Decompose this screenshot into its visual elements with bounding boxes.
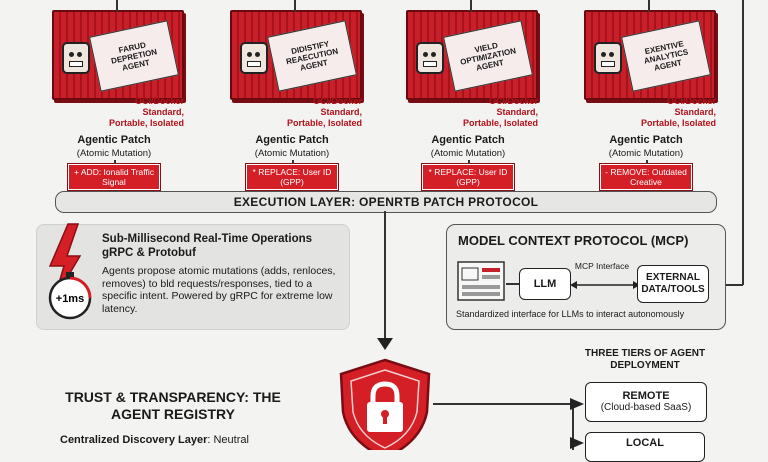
lock-icon <box>367 381 403 432</box>
connector <box>292 160 294 164</box>
oci-line: OCI/Docker <box>666 96 716 106</box>
bidirectional-arrow-icon <box>570 281 640 289</box>
lightning-timer-icon: +1ms <box>48 223 92 320</box>
patch-subtitle: (Atomic Mutation) <box>430 148 506 159</box>
mcp-interface-label: MCP Interface <box>574 261 630 271</box>
agent-container: Farud Depretion Agent <box>52 0 184 100</box>
oci-line: Standard, <box>674 107 716 117</box>
trust-body-bold: Centralized Discovery Layer <box>60 434 208 446</box>
hanger <box>294 0 296 12</box>
hanger <box>648 0 650 12</box>
patch-tag: * REPLACE: User ID (GPP) <box>245 163 339 191</box>
oci-line: OCI/Docker <box>312 96 362 106</box>
execution-layer-bar: EXECUTION LAYER: OPENRTB PATCH PROTOCOL <box>55 191 717 213</box>
trust-title: TRUST & TRANSPARENCY: THE AGENT REGISTRY <box>65 389 281 422</box>
agent-name: Exentive Analytics Agent <box>621 20 711 92</box>
connector <box>646 160 648 164</box>
trust-body-rest: : Neutral <box>207 434 249 446</box>
connector <box>114 160 116 164</box>
timer-label: +1ms <box>56 293 84 305</box>
oci-line: OCI/Docker <box>488 96 538 106</box>
tier-remote-label: REMOTE <box>622 390 670 402</box>
tiers-title: THREE TIERS OF AGENT DEPLOYMENT <box>584 348 706 371</box>
oci-line: Portable, Isolated <box>640 118 716 128</box>
mcp-footer: Standardized interface for LLMs to inter… <box>456 309 685 319</box>
oci-line: Portable, Isolated <box>286 118 362 128</box>
robot-icon <box>416 42 444 74</box>
oci-line: Standard, <box>496 107 538 117</box>
patch-subtitle: (Atomic Mutation) <box>608 148 684 159</box>
patch-title: Agentic Patch <box>609 134 683 146</box>
patch-title: Agentic Patch <box>255 134 329 146</box>
patch-subtitle: (Atomic Mutation) <box>254 148 330 159</box>
agent-name: Farud Depretion Agent <box>89 20 179 92</box>
down-arrow-icon <box>377 338 393 350</box>
agent-container: Vield Optimization Agent <box>406 0 538 100</box>
external-data-tools-box: EXTERNAL DATA/TOOLS <box>637 265 709 303</box>
connector <box>506 283 520 285</box>
agent-oci-note: OCI/Docker Standard, Portable, Isolated <box>626 96 716 129</box>
agent-name: Vield Optimization Agent <box>443 20 533 92</box>
robot-icon <box>240 42 268 74</box>
ops-title: Sub-Millisecond Real-Time Operations gRP… <box>102 233 313 259</box>
agent-oci-note: OCI/Docker Standard, Portable, Isolated <box>448 96 538 129</box>
realtime-ops-panel <box>36 224 350 330</box>
patch-tag: - REMOVE: Outdated Creative <box>599 163 693 191</box>
trust-body: Centralized Discovery Layer: Neutral <box>60 434 249 446</box>
patch-subtitle: (Atomic Mutation) <box>76 148 152 159</box>
agent-oci-note: OCI/Docker Standard, Portable, Isolated <box>272 96 362 129</box>
external-connector-line <box>742 0 744 285</box>
llm-box: LLM <box>519 268 571 300</box>
connector <box>572 403 574 450</box>
patch-title: Agentic Patch <box>77 134 151 146</box>
oci-line: Portable, Isolated <box>462 118 538 128</box>
patch-tag: * REPLACE: User ID (GPP) <box>421 163 515 191</box>
server-icon <box>457 261 505 301</box>
robot-icon <box>62 42 90 74</box>
tier-local-label: LOCAL <box>626 437 664 449</box>
tier-local: LOCAL <box>585 432 705 462</box>
agent-container: Didistify Reaecution Agent <box>230 0 362 100</box>
connector <box>468 160 470 164</box>
oci-line: Standard, <box>142 107 184 117</box>
connector <box>433 403 573 405</box>
agent-oci-note: OCI/Docker Standard, Portable, Isolated <box>94 96 184 129</box>
hanger <box>470 0 472 12</box>
right-arrow-icon <box>570 398 584 410</box>
oci-line: OCI/Docker <box>134 96 184 106</box>
connector <box>384 211 386 341</box>
patch-tag: + ADD: Ionalid Traffic Signal <box>67 163 161 191</box>
hanger <box>116 0 118 12</box>
agent-container: Exentive Analytics Agent <box>584 0 716 100</box>
oci-line: Standard, <box>320 107 362 117</box>
robot-icon <box>594 42 622 74</box>
tier-remote: REMOTE (Cloud-based SaaS) <box>585 382 707 422</box>
right-arrow-icon <box>570 437 584 449</box>
oci-line: Portable, Isolated <box>108 118 184 128</box>
agent-name: Didistify Reaecution Agent <box>267 20 357 92</box>
mcp-title: MODEL CONTEXT PROTOCOL (MCP) <box>458 233 689 248</box>
shield-icon <box>339 358 431 450</box>
tier-remote-sub: (Cloud-based SaaS) <box>600 402 692 413</box>
patch-title: Agentic Patch <box>431 134 505 146</box>
ops-body: Agents propose atomic mutations (adds, r… <box>102 265 336 315</box>
